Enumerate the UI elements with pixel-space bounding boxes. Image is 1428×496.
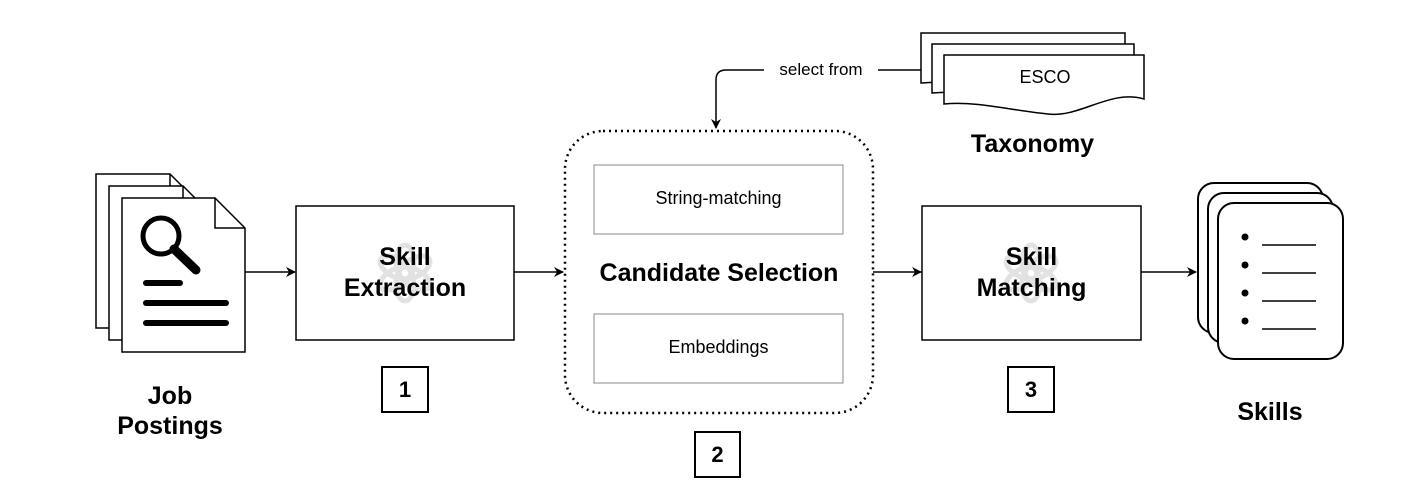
skill-matching-box <box>921 205 1142 341</box>
esco-document-icon <box>920 32 1145 116</box>
skill-extraction-box <box>295 205 515 341</box>
embeddings-label: Embeddings <box>668 337 769 357</box>
skills-list-icon <box>1197 182 1344 360</box>
select-from-label: select from <box>779 60 863 79</box>
skills-label: Skills <box>1237 398 1303 426</box>
string-matching-box <box>593 164 844 235</box>
candidate-selection-label: Candidate Selection <box>599 259 839 287</box>
step-2-badge: 2 <box>694 431 741 478</box>
magnifier-icon <box>140 215 201 275</box>
job-postings-icon <box>95 173 246 353</box>
step-1-badge: 1 <box>381 366 429 413</box>
string-matching-label: String-matching <box>655 188 782 208</box>
job-postings-label: Job Postings <box>117 382 223 440</box>
step-3-badge: 3 <box>1007 366 1055 413</box>
embeddings-box <box>593 313 844 384</box>
skill-extraction-label: Skill Extraction <box>343 243 467 303</box>
esco-label: ESCO <box>1019 67 1071 87</box>
taxonomy-label: Taxonomy <box>970 130 1095 158</box>
skill-matching-label: Skill Matching <box>976 243 1087 303</box>
select-from-connector <box>716 69 921 128</box>
